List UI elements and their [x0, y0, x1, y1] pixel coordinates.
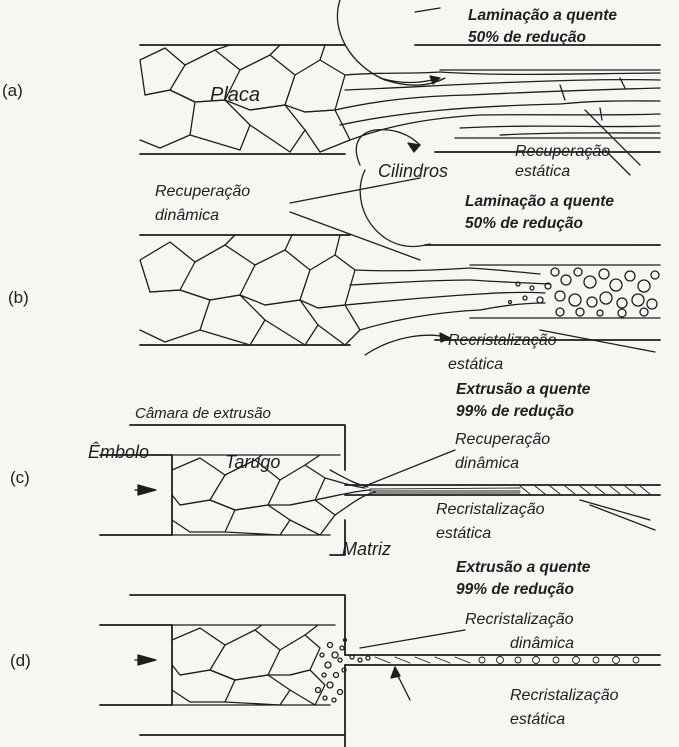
label-placa: Placa	[210, 86, 260, 105]
label-camara-de-extrusao: Câmara de extrusão	[135, 404, 271, 423]
panel-a-title-line1: Laminação a quente	[468, 6, 617, 25]
panel-b-tag: (b)	[8, 288, 29, 307]
panel-d-title-line2: 99% de redução	[456, 580, 574, 599]
label-recuperacao-dinamica-1: Recuperação	[155, 182, 250, 201]
label-recristalizacao-estatica-c-1: Recristalização	[436, 500, 544, 519]
label-recuperacao-dinamica-2: dinâmica	[155, 206, 219, 225]
panel-b-rolls	[365, 333, 450, 355]
label-recuperacao-dinamica-c-2: dinâmica	[455, 454, 519, 473]
panel-a-tag: (a)	[2, 81, 23, 100]
label-recristalizacao-estatica-c-2: estática	[436, 524, 491, 543]
label-tarugo: Tarugo	[225, 453, 280, 472]
panel-c-title-line2: 99% de redução	[456, 402, 574, 421]
panel-c-container	[100, 425, 660, 555]
label-matriz: Matriz	[342, 540, 391, 559]
label-recristalizacao-estatica-b-1: Recristalização	[448, 331, 556, 350]
label-embolo: Êmbolo	[88, 443, 149, 462]
label-cilindros: Cilindros	[378, 162, 448, 181]
panel-b-strip	[140, 235, 660, 345]
panel-c-tag: (c)	[10, 468, 30, 487]
panel-c-rod-grains	[370, 486, 650, 494]
arrow-recristalizacao-estatica-b	[540, 330, 655, 352]
arrow-recristalizacao-dinamica-d	[360, 630, 465, 648]
label-recristalizacao-estatica-d-1: Recristalização	[510, 686, 618, 705]
label-recuperacao-estatica-1: Recuperação	[515, 142, 610, 161]
panel-d-container	[100, 595, 660, 747]
label-recuperacao-estatica-2: estática	[515, 162, 570, 181]
panel-d-tag: (d)	[10, 651, 31, 670]
panel-a-title-line2: 50% de redução	[468, 28, 586, 47]
panel-b-grains	[140, 235, 550, 345]
label-recristalizacao-dinamica-d-1: Recristalização	[465, 610, 573, 629]
arrow-recuperacao-dinamica-c	[365, 450, 455, 486]
panel-c-title-line1: Extrusão a quente	[456, 380, 590, 399]
label-recristalizacao-estatica-d-2: estática	[510, 710, 565, 729]
panel-d-rod-grains	[375, 657, 639, 664]
arrow-recuperacao-dinamica	[290, 178, 420, 203]
label-recuperacao-dinamica-c-1: Recuperação	[455, 430, 550, 449]
panel-b-title-line2: 50% de redução	[465, 214, 583, 233]
label-recristalizacao-estatica-b-2: estática	[448, 355, 503, 374]
roll-cilindros	[360, 170, 430, 246]
arrow-recristalizacao-estatica-c	[590, 505, 655, 530]
panel-d-grains	[172, 625, 325, 705]
panel-b-title-line1: Laminação a quente	[465, 192, 614, 211]
label-recristalizacao-dinamica-d-2: dinâmica	[510, 634, 574, 653]
roll-a-arrow	[415, 8, 440, 12]
panel-d-title-line1: Extrusão a quente	[456, 558, 590, 577]
